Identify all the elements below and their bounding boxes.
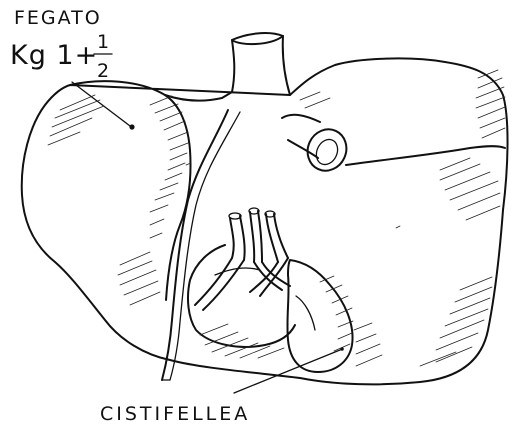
portal-vessel-left <box>230 216 245 260</box>
vena-cava <box>232 33 290 95</box>
weight-fraction-numerator: 1 <box>97 31 109 53</box>
liver-outline <box>22 58 508 384</box>
bile-duct-b <box>254 262 290 290</box>
hatching-left-lobe <box>48 95 188 305</box>
bile-duct-a <box>195 258 244 310</box>
coronary-line <box>346 146 505 165</box>
gallbladder <box>287 260 352 372</box>
gallbladder-inner-curve <box>296 296 315 330</box>
hepatic-vein-opening <box>301 123 353 177</box>
fegato-pointer-dot <box>129 124 134 129</box>
hepatic-vein-lumen <box>312 136 341 168</box>
fegato-pointer <box>72 82 130 126</box>
weight-fraction-denominator: 2 <box>97 60 109 82</box>
portal-vessel-right <box>266 214 288 262</box>
hatching-right-lobe <box>300 70 505 366</box>
organ-name-label: FEGATO <box>14 7 102 29</box>
hatching-lower-center <box>186 163 400 366</box>
weight-label: Kg 1+ <box>10 40 98 71</box>
portal-vessel-mid <box>250 211 262 262</box>
gallbladder-label: CISTIFELLEA <box>100 403 250 425</box>
